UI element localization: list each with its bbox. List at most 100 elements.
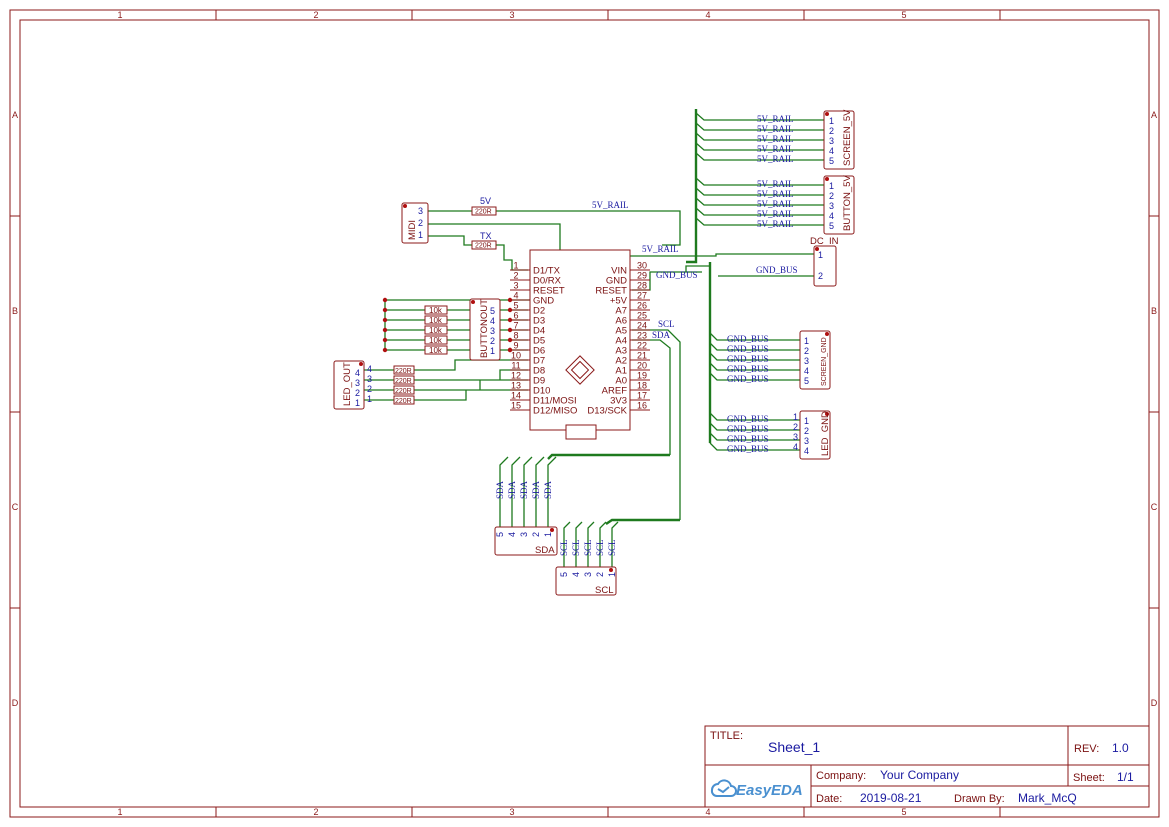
resistor-220r[interactable] [393,395,415,405]
arduino-pin-number: 4 [513,291,518,301]
arduino-pin-label: D9 [533,376,545,387]
junction-dot [382,307,388,313]
usb-port [565,424,597,440]
dc-in-label: DC_IN [810,236,839,247]
net-label-gnd-bus: GND_BUS [656,270,698,280]
sda-net-label: SDA [495,480,505,499]
sda-pin-number: 2 [531,532,541,537]
arduino-pin-number: 24 [637,321,647,331]
screen-gnd-pin-number: 2 [804,346,809,356]
net-label-5v-rail: 5V_RAIL [592,200,629,210]
resistor-10k[interactable] [424,315,448,325]
midi-pin: 2 [418,218,423,228]
screen-5v-pin-number: 3 [829,136,834,146]
resistor-10k[interactable] [424,325,448,335]
arduino-pin-number: 13 [511,381,521,391]
led-gnd-outer-pin-number: 4 [793,442,798,452]
screen-gnd-net-label: GND_BUS [727,344,769,354]
arduino-pin-label: RESET [595,286,627,297]
arduino-pin-number: 11 [511,361,520,371]
resistor-220r[interactable] [393,375,415,385]
wire-5v-screen [695,112,828,161]
sda-label: SDA [535,545,555,556]
dc-in-connector[interactable]: DC_IN 1 2 [810,236,839,287]
arduino-pin-label: VIN [611,266,627,277]
arduino-pin-label: D5 [533,336,545,347]
resistor-value: 220R [395,378,412,385]
resistor-midi-5v[interactable]: 5V 220R [471,196,497,216]
arduino-pin-number: 17 [637,391,647,401]
led-out-pin-number: 1 [367,394,372,404]
drawn-by-value: Mark_McQ [1018,791,1077,805]
arduino-pin-label: D12/MISO [533,406,577,417]
resistor-value: 220R [395,398,412,405]
resistor-midi-tx[interactable]: TX 220R [471,231,497,250]
arduino-pin-label: A7 [615,306,627,317]
arduino-pin-number: 30 [637,261,647,271]
buttonout-pin-number: 5 [490,306,495,316]
buttonout-pin-number: 2 [490,336,495,346]
resistor-220r[interactable] [393,385,415,395]
junction-dot [382,337,388,343]
arduino-pin-label: D8 [533,366,545,377]
ruler-row-left: C [12,502,19,512]
resistor-ref: 5V [480,196,491,206]
arduino-pin-label: D6 [533,346,545,357]
sheet-value: 1/1 [1117,770,1134,784]
led-gnd-label: LED_GND [820,411,831,456]
company-value: Your Company [880,768,959,782]
scl-pin-number: 4 [571,572,581,577]
screen-gnd-net-label: GND_BUS [727,364,769,374]
resistor-value: 10k [429,336,443,345]
screen-5v-pin-number: 1 [829,116,834,126]
arduino-pin-number: 16 [637,401,647,411]
button-5v-net-label: 5V_RAIL [757,219,794,229]
sda-net-label: SDA [519,480,529,499]
sda-net-label: SDA [531,480,541,499]
midi-pin: 3 [418,206,423,216]
led-gnd-net-label: GND_BUS [727,424,769,434]
resistor-10k[interactable] [424,345,448,355]
sda-net-label: SDA [507,480,517,499]
scl-pin-number: 3 [583,572,593,577]
ruler-labels: 1 2 3 4 5 1 2 3 4 5 A B C D A B C D [12,10,1158,817]
arduino-pin-label: D13/SCK [587,406,627,417]
button-5v-net-label: 5V_RAIL [757,189,794,199]
wire-5v-button [695,177,828,226]
led-gnd-pin-number: 3 [804,436,809,446]
resistor-220r[interactable] [393,365,415,375]
arduino-pin-number: 1 [513,261,518,271]
easyeda-logo-text: EasyEDA [736,782,803,799]
led-gnd-outer-pin-number: 1 [793,412,798,422]
sda-net-label: SDA [543,480,553,499]
scl-net-label: SCL [583,539,593,556]
button-5v-pin-number: 5 [829,221,834,231]
arduino-pin-label: A0 [615,376,627,387]
resistor-10k[interactable] [424,335,448,345]
ruler-col-top: 5 [901,10,906,20]
screen-gnd-pin-number: 4 [804,366,809,376]
sda-pin-number: 1 [543,532,553,537]
resistor-10k[interactable] [424,305,448,315]
arduino-pin-number: 15 [511,401,521,411]
midi-connector[interactable]: MIDI 3 2 1 [401,202,429,244]
arduino-pin-number: 7 [513,321,518,331]
ruler-col-top: 3 [509,10,514,20]
